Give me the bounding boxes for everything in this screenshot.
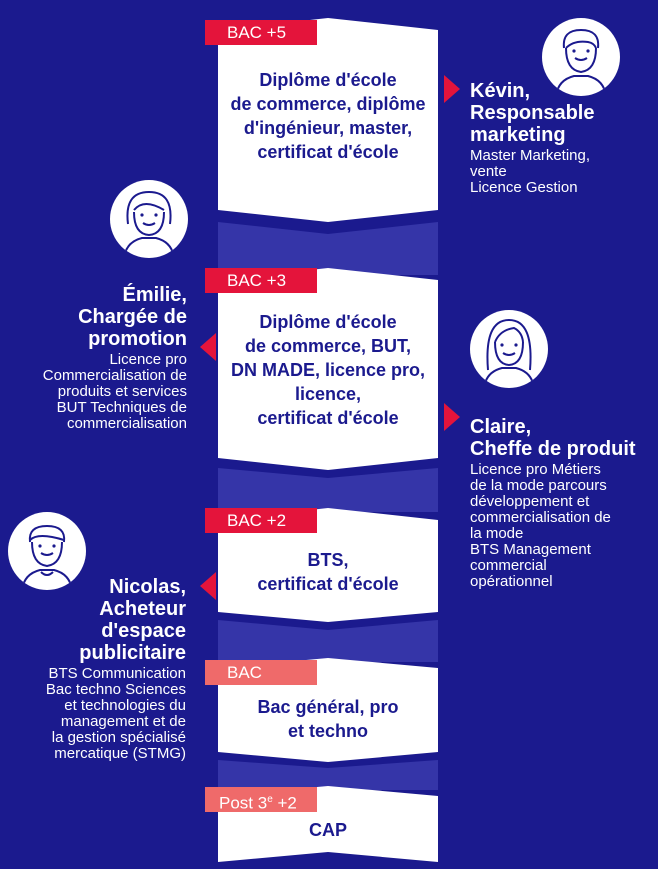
text-line: DN MADE, licence pro, <box>230 360 426 380</box>
persona-name: Émilie, Chargée de promotion <box>5 284 187 350</box>
ladder-gap <box>218 620 438 662</box>
persona-name: Kévin, Responsable marketing <box>470 80 650 146</box>
text-line: certificat d'école <box>257 408 399 428</box>
nicolas-avatar-icon <box>8 512 86 590</box>
persona-name: Claire, Cheffe de produit <box>470 416 656 460</box>
level-tag-bac: BAC <box>205 660 317 685</box>
desc-line: la gestion spécialisé <box>51 729 186 746</box>
ladder-gap <box>218 760 438 790</box>
tag-text: Post 3 <box>219 793 268 813</box>
text-line: Diplôme d'école <box>259 312 397 332</box>
text-line: certificat d'école <box>257 574 399 594</box>
name-line: Cheffe de produit <box>470 438 636 460</box>
name-line: Émilie, <box>122 284 187 306</box>
desc-line: commercialisation de <box>470 509 611 526</box>
persona-emilie: Émilie, Chargée de promotion Licence pro… <box>5 284 187 432</box>
level-tag-bac3: BAC +3 <box>205 268 317 293</box>
desc-line: développement et <box>470 493 590 510</box>
text-line: certificat d'école <box>257 142 399 162</box>
pointer-arrow-icon <box>444 75 460 103</box>
text-line: de commerce, diplôme <box>230 94 426 114</box>
desc-line: vente <box>470 163 507 180</box>
desc-line: Commercialisation de <box>42 367 187 384</box>
desc-line: Bac techno Sciences <box>45 681 186 698</box>
desc-line: commercial <box>470 557 547 574</box>
text-line: Diplôme d'école <box>259 70 397 90</box>
text-line: de commerce, BUT, <box>244 336 412 356</box>
desc-line: management et de <box>60 713 186 730</box>
name-line: Chargée de <box>78 306 187 328</box>
text-line: CAP <box>308 820 347 840</box>
desc-line: BTS Management <box>470 541 591 558</box>
desc-line: commercialisation <box>66 415 187 432</box>
text-line: licence, <box>294 384 362 404</box>
emilie-avatar-icon <box>110 180 188 258</box>
text-line: BTS, <box>307 550 349 570</box>
name-line: Acheteur <box>99 598 186 620</box>
pointer-arrow-icon <box>200 572 216 600</box>
name-line: Claire, <box>470 416 532 438</box>
desc-line: la mode <box>470 525 524 542</box>
desc-line: Licence pro Métiers <box>470 461 601 478</box>
persona-desc: Licence pro Métiers de la mode parcours … <box>470 462 656 590</box>
text-line: et techno <box>287 721 368 741</box>
text-line: Bac général, pro <box>257 697 399 717</box>
name-line: publicitaire <box>79 642 186 664</box>
level-text-bac2: BTS, certificat d'école <box>215 548 441 596</box>
ladder-gap <box>218 468 438 512</box>
desc-line: opérationnel <box>470 573 553 590</box>
persona-desc: BTS Communication Bac techno Sciences et… <box>0 666 186 762</box>
ladder-gap <box>218 222 438 275</box>
persona-name: Nicolas, Acheteur d'espace publicitaire <box>0 576 186 664</box>
name-line: d'espace <box>101 620 186 642</box>
ladder-bottom <box>218 852 438 869</box>
level-text-cap: CAP <box>215 818 441 842</box>
persona-kevin: Kévin, Responsable marketing Master Mark… <box>470 80 650 196</box>
desc-line: Licence Gestion <box>470 179 578 196</box>
level-tag-bac2: BAC +2 <box>205 508 317 533</box>
claire-avatar-icon <box>470 310 548 388</box>
level-text-bac5: Diplôme d'école de commerce, diplôme d'i… <box>215 68 441 164</box>
desc-line: Master Marketing, <box>470 147 591 164</box>
kevin-avatar-icon <box>542 18 620 96</box>
level-text-bac: Bac général, pro et techno <box>215 695 441 743</box>
desc-line: de la mode parcours <box>470 477 607 494</box>
ladder-step <box>218 18 438 222</box>
persona-claire: Claire, Cheffe de produit Licence pro Mé… <box>470 416 656 590</box>
desc-line: produits et services <box>57 383 187 400</box>
tag-text-end: +2 <box>272 793 297 813</box>
persona-nicolas: Nicolas, Acheteur d'espace publicitaire … <box>0 576 186 762</box>
ladder-step <box>218 268 438 470</box>
desc-line: BTS Communication <box>48 665 186 682</box>
persona-desc: Licence pro Commercialisation de produit… <box>5 352 187 432</box>
name-line: Kévin, <box>470 80 531 102</box>
desc-line: Licence pro <box>109 351 187 368</box>
tag-sup: e <box>267 794 273 805</box>
desc-line: mercatique (STMG) <box>54 745 186 762</box>
name-line: Responsable <box>470 102 595 124</box>
level-text-bac3: Diplôme d'école de commerce, BUT, DN MAD… <box>215 310 441 430</box>
persona-desc: Master Marketing, vente Licence Gestion <box>470 148 650 196</box>
pointer-arrow-icon <box>444 403 460 431</box>
ladder-step <box>218 508 438 622</box>
desc-line: et technologies du <box>64 697 186 714</box>
desc-line: BUT Techniques de <box>56 399 187 416</box>
name-line: marketing <box>470 124 566 146</box>
name-line: Nicolas, <box>109 576 186 598</box>
pointer-arrow-icon <box>200 333 216 361</box>
name-line: promotion <box>88 328 187 350</box>
level-tag-bac5: BAC +5 <box>205 20 317 45</box>
text-line: d'ingénieur, master, <box>243 118 413 138</box>
level-tag-post3: Post 3e +2 <box>205 787 317 813</box>
